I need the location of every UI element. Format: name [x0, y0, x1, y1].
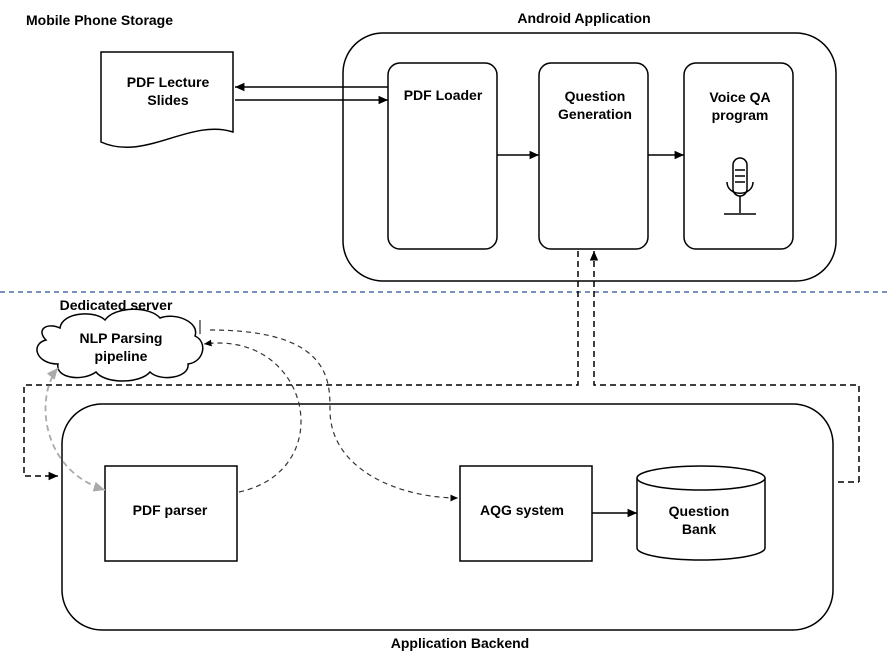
pdf-slides-label-line1: PDF Lecture [127, 74, 210, 90]
nlp-to-aqg-dashed-link [209, 329, 459, 502]
parser-nlp-grey-link [44, 367, 106, 492]
backend-container [61, 403, 834, 631]
voice-qa-box [683, 62, 794, 250]
question-bank-cylinder [636, 465, 766, 561]
pdf-slides-label-line2: Slides [147, 92, 188, 108]
pdf-parser-label: PDF parser [133, 502, 208, 518]
question-bank-label-line2: Bank [682, 521, 716, 537]
backend-to-qgen-dashed-link [589, 251, 860, 482]
microphone-icon [724, 157, 756, 215]
qgen-to-backend-dashed-link [23, 251, 579, 481]
android-app-label: Android Application [517, 10, 650, 26]
android-app-container [342, 32, 837, 282]
aqg-system-label: AQG system [480, 502, 564, 518]
nlp-pipeline-label-line1: NLP Parsing [80, 330, 163, 346]
mobile-storage-label: Mobile Phone Storage [26, 12, 173, 28]
pdf-loader-label: PDF Loader [404, 87, 483, 103]
question-generation-box [538, 62, 649, 250]
question-generation-label-line2: Generation [558, 106, 632, 122]
backend-label: Application Backend [391, 635, 529, 651]
pdf-parser-box [104, 465, 238, 562]
aqg-system-box [459, 465, 593, 562]
question-bank-label-line1: Question [669, 503, 730, 519]
nlp-pipeline-label-line2: pipeline [95, 348, 148, 364]
dedicated-server-label: Dedicated server [60, 297, 173, 313]
nlp-pipeline-cloud [36, 308, 204, 382]
parser-to-nlp-dashed-link [203, 339, 302, 493]
pdf-slides-document [100, 51, 234, 148]
question-generation-label-line1: Question [565, 88, 626, 104]
voice-qa-label-line2: program [712, 107, 769, 123]
voice-qa-label-line1: Voice QA [709, 89, 770, 105]
pdf-loader-box [387, 62, 498, 250]
